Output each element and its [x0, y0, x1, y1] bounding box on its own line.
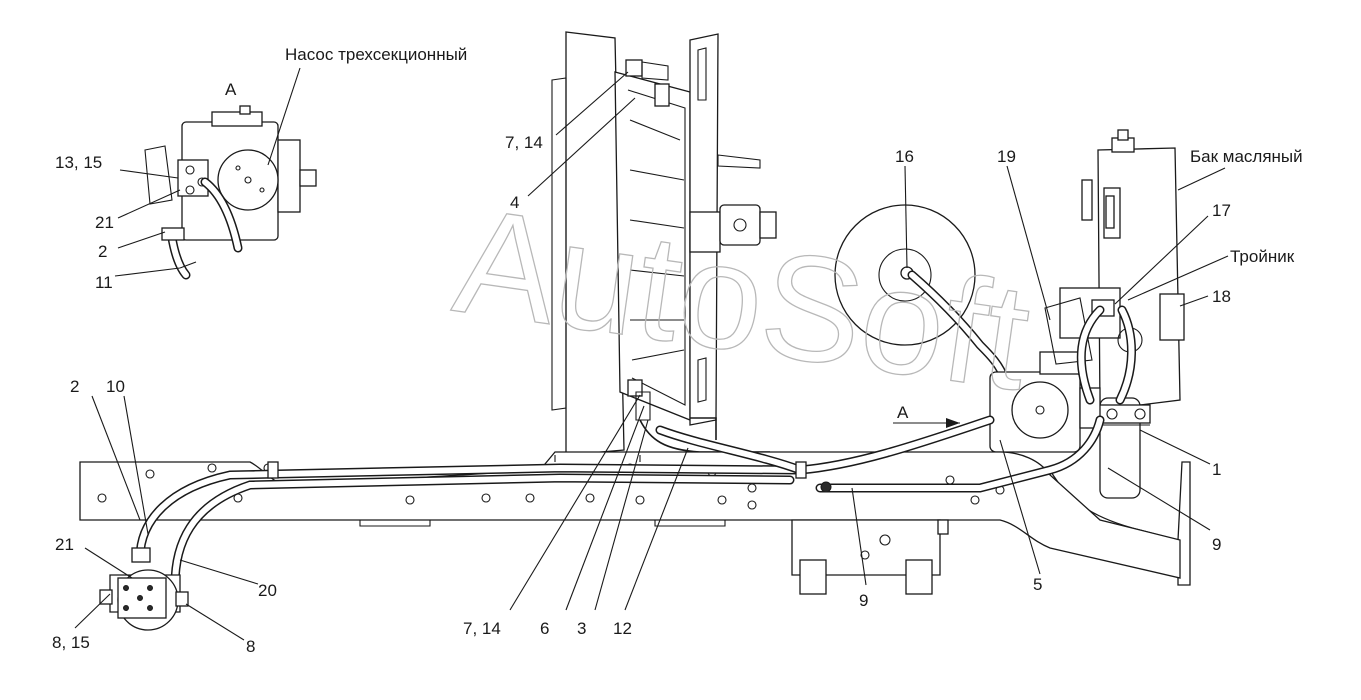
- callout-1: 1: [1212, 460, 1221, 479]
- bottom-left-pump: [99, 547, 189, 631]
- callout-20: 20: [258, 581, 277, 600]
- hose-reel: [834, 204, 1010, 385]
- inset-view-a: [144, 105, 317, 280]
- radiator-assembly: [551, 31, 777, 456]
- callout-16: 16: [895, 147, 914, 166]
- callout-7-14-top: 7, 14: [505, 133, 543, 152]
- label-view-a: А: [225, 80, 237, 99]
- label-oil-tank: Бак масляный: [1190, 147, 1303, 166]
- callout-6: 6: [540, 619, 549, 638]
- callout-2-inset: 2: [98, 242, 107, 261]
- callout-9-right: 9: [1212, 535, 1221, 554]
- callout-17: 17: [1212, 201, 1231, 220]
- callout-10: 10: [106, 377, 125, 396]
- callout-8-15: 8, 15: [52, 633, 90, 652]
- callout-21-left: 21: [55, 535, 74, 554]
- label-tee: Тройник: [1230, 247, 1295, 266]
- callout-21-inset: 21: [95, 213, 114, 232]
- labels: А Насос трехсекционный Бак масляный Трой…: [52, 45, 1303, 656]
- callout-3: 3: [577, 619, 586, 638]
- hose-runs: [135, 305, 1136, 590]
- callout-7-14-bottom: 7, 14: [463, 619, 501, 638]
- callout-11: 11: [95, 273, 113, 292]
- right-pump: [989, 297, 1101, 453]
- callout-8: 8: [246, 637, 255, 656]
- view-a-arrow: А: [893, 403, 960, 428]
- callout-19: 19: [997, 147, 1016, 166]
- label-pump: Насос трехсекционный: [285, 45, 467, 64]
- view-a-arrow-label: А: [897, 403, 909, 422]
- callout-9-mid: 9: [859, 591, 868, 610]
- callout-4: 4: [510, 193, 519, 212]
- callout-18: 18: [1212, 287, 1231, 306]
- leader-lines: [74, 67, 1229, 641]
- callout-12: 12: [613, 619, 632, 638]
- callout-13-15: 13, 15: [55, 153, 102, 172]
- callout-5: 5: [1033, 575, 1042, 594]
- callout-2-left: 2: [70, 377, 79, 396]
